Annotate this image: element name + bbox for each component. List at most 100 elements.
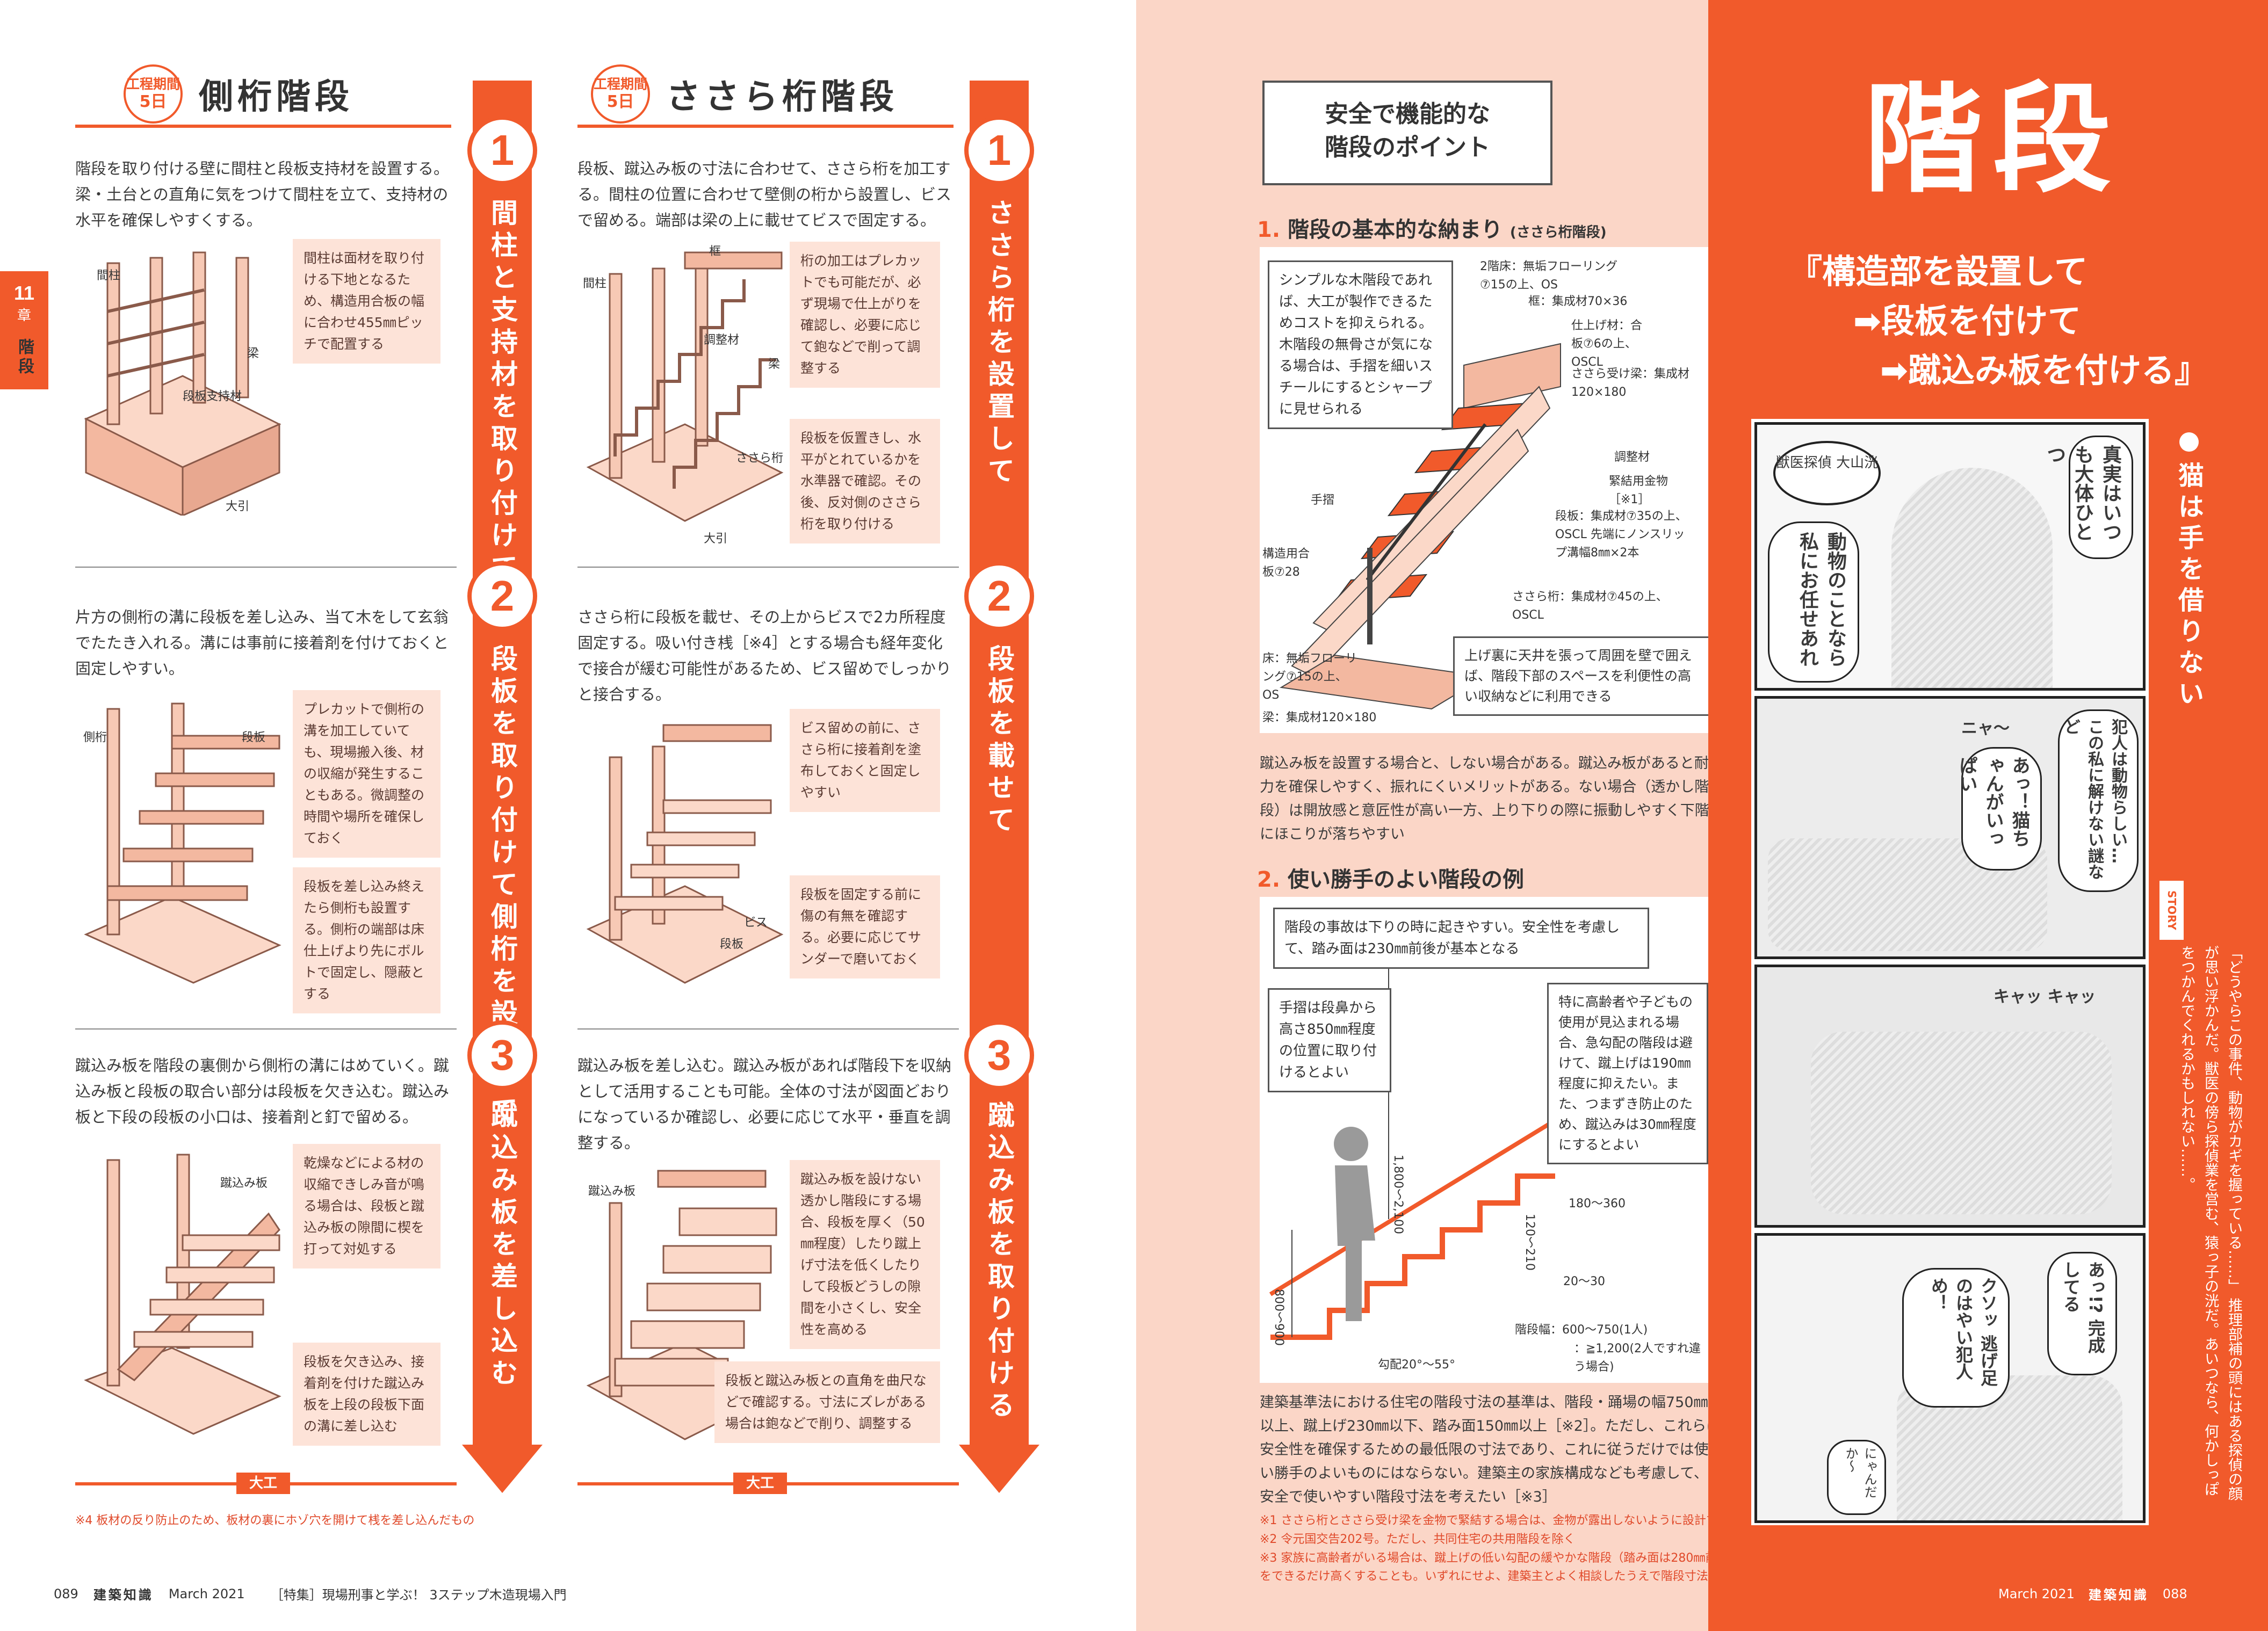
section-2-box-elderly: 特に高齢者や子どもの使用が見込まれる場合、急勾配の階段は避けて、蹴上げは190㎜… <box>1547 983 1708 1164</box>
step-text: ささら桁に段板を載せ、その上からビスで2カ所程度固定する。吸い付き桟［※4］とす… <box>577 608 952 704</box>
stair-slope: 勾配20°～55° <box>1378 1358 1455 1372</box>
divider <box>577 567 959 568</box>
note-box: 段板を差し込み終えたら側桁も設置する。側桁の端部は床仕上げより先にボルトで固定し… <box>293 867 440 1013</box>
step-circle: 2 <box>964 561 1034 631</box>
label-riser: 蹴込み板 <box>220 1177 268 1190</box>
step-text: 片方の側桁の溝に段板を差し込み、当て木をして玄翁でたたき入れる。溝には事前に接着… <box>75 608 449 678</box>
page-footer-right: March 2021 建築知識 088 <box>1998 1584 2187 1603</box>
dim-nosing: 20～30 <box>1563 1275 1605 1288</box>
manga-panel-4: あっ!? 完成してる クソッ 逃げ足のはやい犯人め！ にゃんだか〜 <box>1754 1233 2146 1523</box>
section-2-box-handrail: 手摺は段鼻から高さ850㎜程度の位置に取り付けるとよい <box>1268 988 1391 1092</box>
chapter-num: 11 <box>13 282 35 304</box>
label-beam: 梁 <box>247 347 259 360</box>
label-finish: 仕上げ材：合板⑦6の上、OSCL <box>1571 319 1643 369</box>
label-tread: 段板：集成材⑦35の上、OSCL 先端にノンスリップ溝幅8㎜×2本 <box>1555 510 1687 560</box>
bubble: クソッ 逃げ足のはやい犯人め！ <box>1902 1268 2010 1408</box>
page-number: 089 <box>54 1586 78 1601</box>
middle-panel: 安全で機能的な 階段のポイント 1. 階段の基本的な納まり (ささら桁階段) シ… <box>1136 0 1722 1631</box>
illustration-risers <box>75 1144 290 1445</box>
bubble: あっ！猫ちゃんがいっぱい <box>1956 747 2042 871</box>
manga-title-dot <box>2179 432 2199 452</box>
manga-panel-3: キャッ キャッ <box>1754 965 2146 1228</box>
running-cats <box>1811 1032 2112 1214</box>
manga-strip: 獣医探偵 大山洸 真実はいつも大体ひとつ 動物のことなら私にお任せあれ ニャ〜 … <box>1751 419 2149 1525</box>
chapter-name: 階段 <box>15 338 34 377</box>
label-plywood: 構造用合板⑦28 <box>1262 547 1310 579</box>
label-tread-support: 段板支持材 <box>183 390 242 403</box>
label-adjust: 調整材 <box>704 334 740 347</box>
step-label: 間柱と支持材を取り付けて <box>487 199 518 585</box>
footnote-2: ※2 令元国交告202号。ただし、共同住宅の共用階段を除く <box>1260 1533 1576 1546</box>
section-2-box-accident: 階段の事故は下りの時に起きやすい。安全性を考慮して、踏み面は230㎜前後が基本と… <box>1273 908 1649 969</box>
section-1-text: 蹴込み板を設置する場合と、しない場合がある。蹴込み板があると耐力を確保しやすく、… <box>1260 755 1709 843</box>
bubble: にゃんだか〜 <box>1827 1440 1886 1515</box>
points-header: 安全で機能的な 階段のポイント <box>1262 81 1552 185</box>
step-label: 段板を載せて <box>984 644 1015 838</box>
page-number: 088 <box>2162 1586 2187 1601</box>
step-arrow-shaft <box>473 81 532 1445</box>
label-tread: 段板 <box>720 938 744 951</box>
footnote: ※4 板材の反り防止のため、板材の裏にホゾ穴を開けて桟を差し込んだもの <box>75 1514 475 1527</box>
step-circle: 1 <box>964 115 1034 185</box>
dim-riser: 120～210 <box>1523 1214 1536 1271</box>
step-text: 段板、蹴込み板の寸法に合わせて、ささら桁を加工する。間柱の位置に合わせて壁側の桁… <box>577 160 952 229</box>
stair-width: 階段幅：600～750(1人) <box>1515 1323 1648 1337</box>
label-riser: 蹴込み板 <box>588 1185 636 1198</box>
label-adjust: 調整材 <box>1614 451 1650 464</box>
label-support-beam: ささら受け梁：集成材120×180 <box>1571 367 1690 399</box>
points-header-line2: 階段のポイント <box>1325 134 1490 161</box>
step-circle: 3 <box>964 1020 1034 1090</box>
subtitle-line-3: ➡蹴込み板を付ける』 <box>1880 351 2208 390</box>
divider <box>75 567 457 568</box>
story-tag: STORY <box>2159 881 2184 940</box>
bubble: 真実はいつも大体ひとつ <box>2043 436 2133 559</box>
note-box: プレカットで側桁の溝を加工していても、現場搬入後、材の収縮が発生することもある。… <box>293 690 440 858</box>
section-2-title: 2. 使い勝手のよい階段の例 <box>1257 867 1524 892</box>
manga-panel-2: ニャ〜 犯人は動物らしい… この私に解けない謎など あっ！猫ちゃんがいっぱい <box>1754 696 2146 959</box>
title-underline <box>577 125 954 128</box>
label-sill: 大引 <box>704 532 728 546</box>
section-1-box-simple: シンプルな木階段であれば、大工が製作できるためコストを抑えられる。木階段の無骨さ… <box>1268 260 1453 429</box>
illustration-treads <box>577 714 792 994</box>
bubble: 動物のことなら私にお任せあれ <box>1768 521 1859 683</box>
step-label: 蹴込み板を差し込む <box>487 1101 518 1391</box>
dim-height: 1,800～2,100 <box>1391 1155 1405 1234</box>
note-box: 乾燥などによる材の収縮できしみ音が鳴る場合は、段板と蹴込み板の隙間に楔を打って対… <box>293 1144 440 1268</box>
label-floor: 床：無垢フローリング⑦15の上、OS <box>1262 652 1357 702</box>
label-bracket: 緊結用金物［※1］ <box>1609 475 1669 506</box>
step-text: 蹴込み板を階段の裏側から側桁の溝にはめていく。蹴込み板と段板の取合い部分は段板を… <box>75 1056 450 1126</box>
note-box: 段板を仮置きし、水平がとれているかを水準器で確認。その後、反対側のささら桁を取り… <box>790 419 940 543</box>
main-title: 階段 <box>1864 71 2122 208</box>
label-frame: 框 <box>709 245 721 258</box>
title-underline <box>75 125 451 128</box>
label-2f-floor: 2階床：無垢フローリング⑦15の上、OS <box>1480 260 1617 292</box>
right-panel: 階段 『構造部を設置して ➡段板を付けて ➡蹴込み板を付ける』 獣医探偵 大山洸… <box>1708 0 2268 1631</box>
feature-title: ［特集］現場刑事と学ぶ！ 3ステップ木造現場入門 <box>270 1587 567 1603</box>
footnote-1: ※1 ささら桁とささら受け梁を金物で緊結する場合は、金物が露出しないように設計す… <box>1260 1514 1730 1527</box>
note-box: 段板と蹴込み板との直角を曲尺などで確認する。寸法にズレがある場合は鉋などで削り、… <box>714 1361 940 1443</box>
detective-body <box>1891 468 2053 688</box>
stair-width-2: ：≧1,200(2人ですれ違う場合) <box>1574 1342 1701 1374</box>
divider <box>75 1028 457 1030</box>
illustration-stringer <box>75 693 290 994</box>
subtitle-line-2: ➡段板を付けて <box>1853 301 2081 340</box>
note-box: 段板を欠き込み、接着剤を付けた蹴込み板を上段の段板下面の溝に差し込む <box>293 1343 440 1446</box>
step-circle: 2 <box>467 561 537 631</box>
chapter-unit: 章 <box>17 308 31 324</box>
section-1-title: 1. 階段の基本的な納まり (ささら桁階段) <box>1257 218 1607 242</box>
note-box: 桁の加工はプレカットでも可能だが、必ず現場で仕上がりを確認し、必要に応じて鉋など… <box>790 242 940 388</box>
note-box: 蹴込み板を設けない透かし階段にする場合、段板を厚く（50㎜程度）したり蹴上げ寸法… <box>790 1160 940 1349</box>
label-screw: ビス <box>744 916 768 930</box>
label-side-stringer: 側桁 <box>83 731 107 744</box>
sound-effect: キャッ キャッ <box>1993 988 2096 1006</box>
bubble: あっ!? 完成してる <box>2047 1252 2117 1375</box>
section-2-text: 建築基準法における住宅の階段寸法の基準は、階段・踊場の幅750㎜以上、蹴上げ23… <box>1260 1394 1721 1505</box>
step-text: 階段を取り付ける壁に間柱と段板支持材を設置する。梁・土台との直角に気をつけて間柱… <box>75 160 450 229</box>
subtitle-line-1: 『構造部を設置して <box>1789 252 2088 291</box>
label-beam: 梁：集成材120×180 <box>1262 711 1377 724</box>
